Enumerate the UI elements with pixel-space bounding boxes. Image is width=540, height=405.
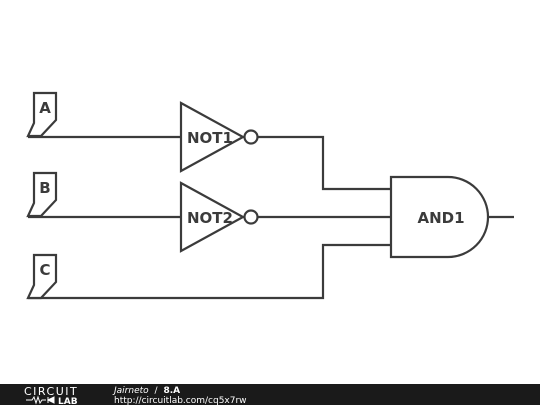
not2-label: NOT2 xyxy=(187,209,233,227)
footer-title: 8.A xyxy=(163,386,180,396)
footer-url[interactable]: http://circuitlab.com/cq5x7rw xyxy=(114,396,247,405)
footer-bar: CIRCUIT LAB Jairneto / 8.A http://circui… xyxy=(0,384,540,405)
input-label-c: C xyxy=(39,261,50,279)
and1-label: AND1 xyxy=(417,209,464,227)
not1-body xyxy=(179,101,246,173)
input-terminal-b[interactable]: B xyxy=(26,171,58,218)
footer-background xyxy=(0,384,540,405)
not1-bubble xyxy=(243,129,259,145)
input-label-a: A xyxy=(39,99,51,117)
footer-author[interactable]: Jairneto xyxy=(112,386,149,396)
not2-body xyxy=(179,181,246,253)
wire-c-to-and1 xyxy=(28,243,391,300)
footer-logo-top: CIRCUIT xyxy=(24,385,78,398)
footer-logo-bottom: LAB xyxy=(58,397,78,405)
and-gate-1[interactable]: AND1 xyxy=(389,175,490,259)
not1-label: NOT1 xyxy=(187,129,233,147)
input-terminal-c[interactable]: C xyxy=(26,253,58,300)
wires xyxy=(28,135,514,300)
not2-bubble xyxy=(243,209,259,225)
not-gate-1[interactable]: NOT1 xyxy=(179,101,259,173)
not-gate-2[interactable]: NOT2 xyxy=(179,181,259,253)
footer-separator: / xyxy=(155,386,159,396)
footer-author-line: Jairneto / 8.A xyxy=(112,386,180,396)
resistor-icon xyxy=(26,395,55,405)
wire-not1-to-and1 xyxy=(258,135,391,191)
input-label-b: B xyxy=(39,179,50,197)
and1-body xyxy=(389,175,490,259)
input-terminal-a[interactable]: A xyxy=(26,91,58,138)
